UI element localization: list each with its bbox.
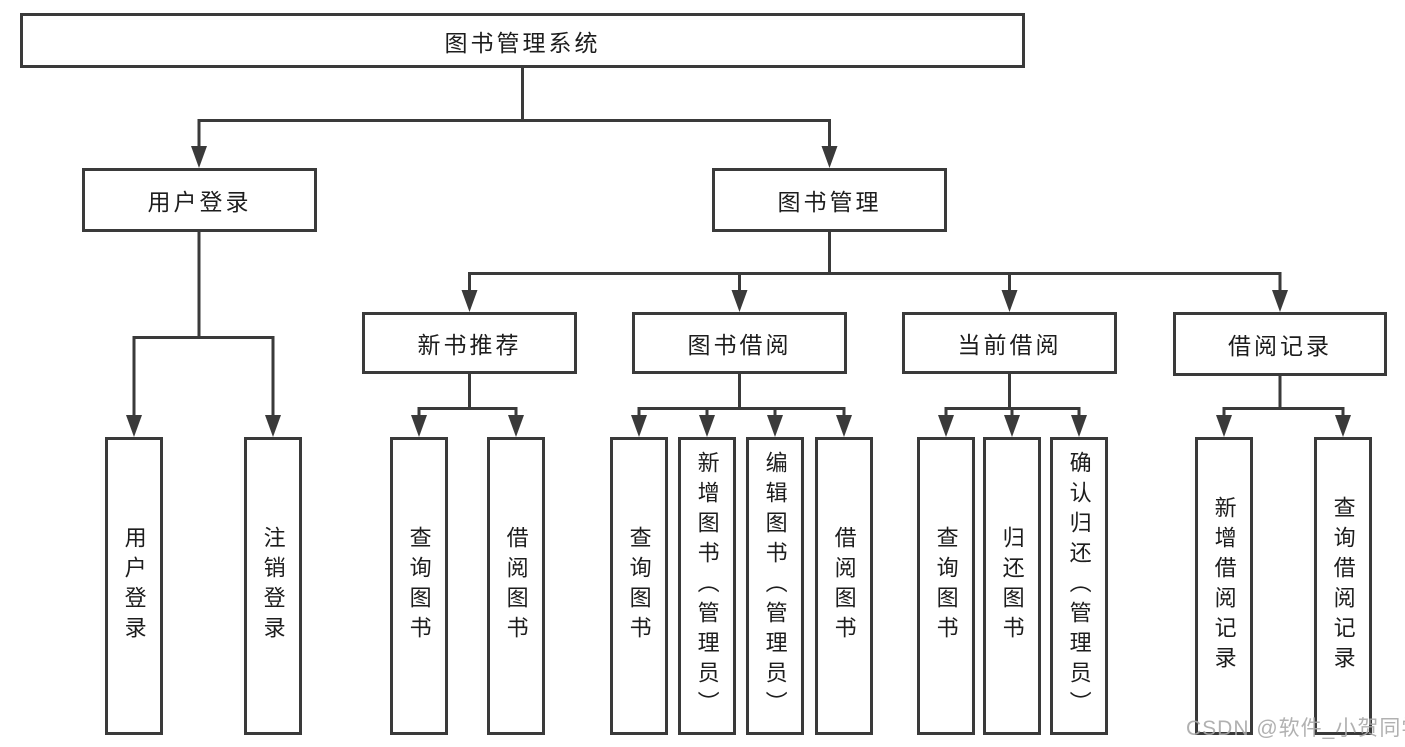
node-book-borrow: 图书借阅 bbox=[632, 312, 847, 374]
leaf-add-book-admin: 新增图书（管理员） bbox=[678, 437, 736, 735]
node-user-login: 用户登录 bbox=[82, 168, 317, 232]
leaf-query-borrow-record-label: 查询借阅记录 bbox=[1330, 496, 1356, 676]
node-borrow-records-label: 借阅记录 bbox=[1228, 333, 1332, 359]
arrowhead bbox=[1216, 415, 1232, 437]
leaf-query-borrow-record: 查询借阅记录 bbox=[1314, 437, 1372, 735]
leaf-query-books-current: 查询图书 bbox=[917, 437, 975, 735]
node-root-label: 图书管理系统 bbox=[444, 29, 601, 56]
arrowhead bbox=[938, 415, 954, 437]
node-new-book-recommend-label: 新书推荐 bbox=[417, 332, 522, 358]
arrowhead bbox=[1272, 290, 1288, 312]
line-newbook-branch bbox=[417, 407, 518, 416]
leaf-query-books-recommend: 查询图书 bbox=[390, 437, 448, 735]
arrowhead bbox=[508, 415, 524, 437]
leaf-query-books-borrow: 查询图书 bbox=[610, 437, 668, 735]
arrowhead bbox=[1001, 290, 1018, 312]
node-new-book-recommend: 新书推荐 bbox=[362, 312, 577, 374]
leaf-edit-book-admin-label: 编辑图书（管理员） bbox=[762, 451, 788, 721]
leaf-return-book-label: 归还图书 bbox=[999, 526, 1025, 646]
line-level3-branch bbox=[468, 272, 1282, 291]
line-level2-branch bbox=[197, 119, 831, 147]
arrowhead bbox=[411, 415, 427, 437]
arrowhead bbox=[767, 415, 783, 437]
arrowhead bbox=[126, 415, 142, 437]
arrowhead bbox=[461, 290, 478, 312]
leaf-query-books-borrow-label: 查询图书 bbox=[626, 526, 652, 646]
leaf-borrow-books-recommend: 借阅图书 bbox=[487, 437, 545, 735]
leaf-logout-label: 注销登录 bbox=[260, 526, 286, 646]
leaf-confirm-return-admin: 确认归还（管理员） bbox=[1050, 437, 1108, 735]
leaf-confirm-return-admin-label: 确认归还（管理员） bbox=[1066, 451, 1092, 721]
leaf-user-login: 用户登录 bbox=[105, 437, 163, 735]
leaf-borrow-books-label: 借阅图书 bbox=[831, 526, 857, 646]
arrowhead bbox=[631, 415, 647, 437]
arrowhead bbox=[191, 146, 207, 168]
arrowhead bbox=[731, 290, 748, 312]
line-borrowrecords-branch bbox=[1222, 407, 1345, 416]
arrowhead bbox=[836, 415, 852, 437]
leaf-add-borrow-record: 新增借阅记录 bbox=[1195, 437, 1253, 735]
arrowhead bbox=[1071, 415, 1087, 437]
arrowhead bbox=[821, 146, 838, 168]
leaf-user-login-label: 用户登录 bbox=[121, 526, 147, 646]
leaf-edit-book-admin: 编辑图书（管理员） bbox=[746, 437, 804, 735]
arrowhead bbox=[1004, 415, 1020, 437]
arrowhead bbox=[1335, 415, 1351, 437]
leaf-logout: 注销登录 bbox=[244, 437, 302, 735]
leaf-return-book: 归还图书 bbox=[983, 437, 1041, 735]
node-book-borrow-label: 图书借阅 bbox=[687, 332, 792, 358]
leaf-borrow-books: 借阅图书 bbox=[815, 437, 873, 735]
leaf-add-book-admin-label: 新增图书（管理员） bbox=[694, 451, 720, 721]
line-userlogin-branch bbox=[132, 336, 275, 416]
node-borrow-records: 借阅记录 bbox=[1173, 312, 1387, 376]
node-book-management-label: 图书管理 bbox=[777, 189, 882, 215]
leaf-borrow-books-recommend-label: 借阅图书 bbox=[503, 526, 529, 646]
leaf-query-books-recommend-label: 查询图书 bbox=[406, 526, 432, 646]
leaf-add-borrow-record-label: 新增借阅记录 bbox=[1211, 496, 1237, 676]
node-book-management: 图书管理 bbox=[712, 168, 947, 232]
line-level3-stems bbox=[468, 374, 1282, 409]
leaf-query-books-current-label: 查询图书 bbox=[933, 526, 959, 646]
node-root: 图书管理系统 bbox=[20, 13, 1025, 68]
line-bookborrow-branch bbox=[637, 407, 846, 416]
line-currentborrow-branch bbox=[944, 407, 1081, 416]
arrowhead bbox=[265, 415, 281, 437]
arrowhead bbox=[699, 415, 715, 437]
node-user-login-label: 用户登录 bbox=[147, 189, 252, 215]
node-current-borrow-label: 当前借阅 bbox=[957, 332, 1062, 358]
csdn-watermark: CSDN @软件_小贺同学 bbox=[1186, 717, 1405, 740]
node-current-borrow: 当前借阅 bbox=[902, 312, 1117, 374]
